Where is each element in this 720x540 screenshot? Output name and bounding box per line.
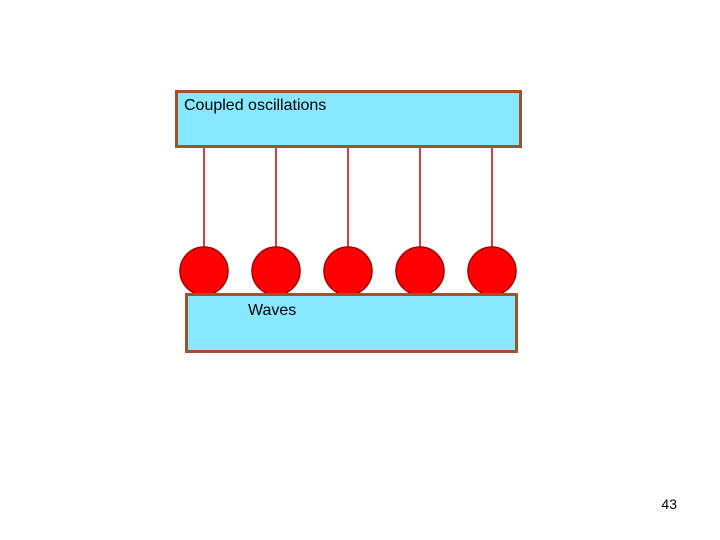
coupled-oscillations-box: Coupled oscillations: [175, 90, 522, 148]
page-number: 43: [661, 496, 677, 512]
pendulum-bob: [251, 246, 301, 296]
pendulum-bob: [179, 246, 229, 296]
waves-box: Waves: [185, 293, 518, 353]
pendulum-bob: [395, 246, 445, 296]
pendulum-bob: [467, 246, 517, 296]
coupled-oscillations-label: Coupled oscillations: [184, 97, 327, 114]
waves-label: Waves: [248, 302, 297, 319]
pendulum-bob: [323, 246, 373, 296]
